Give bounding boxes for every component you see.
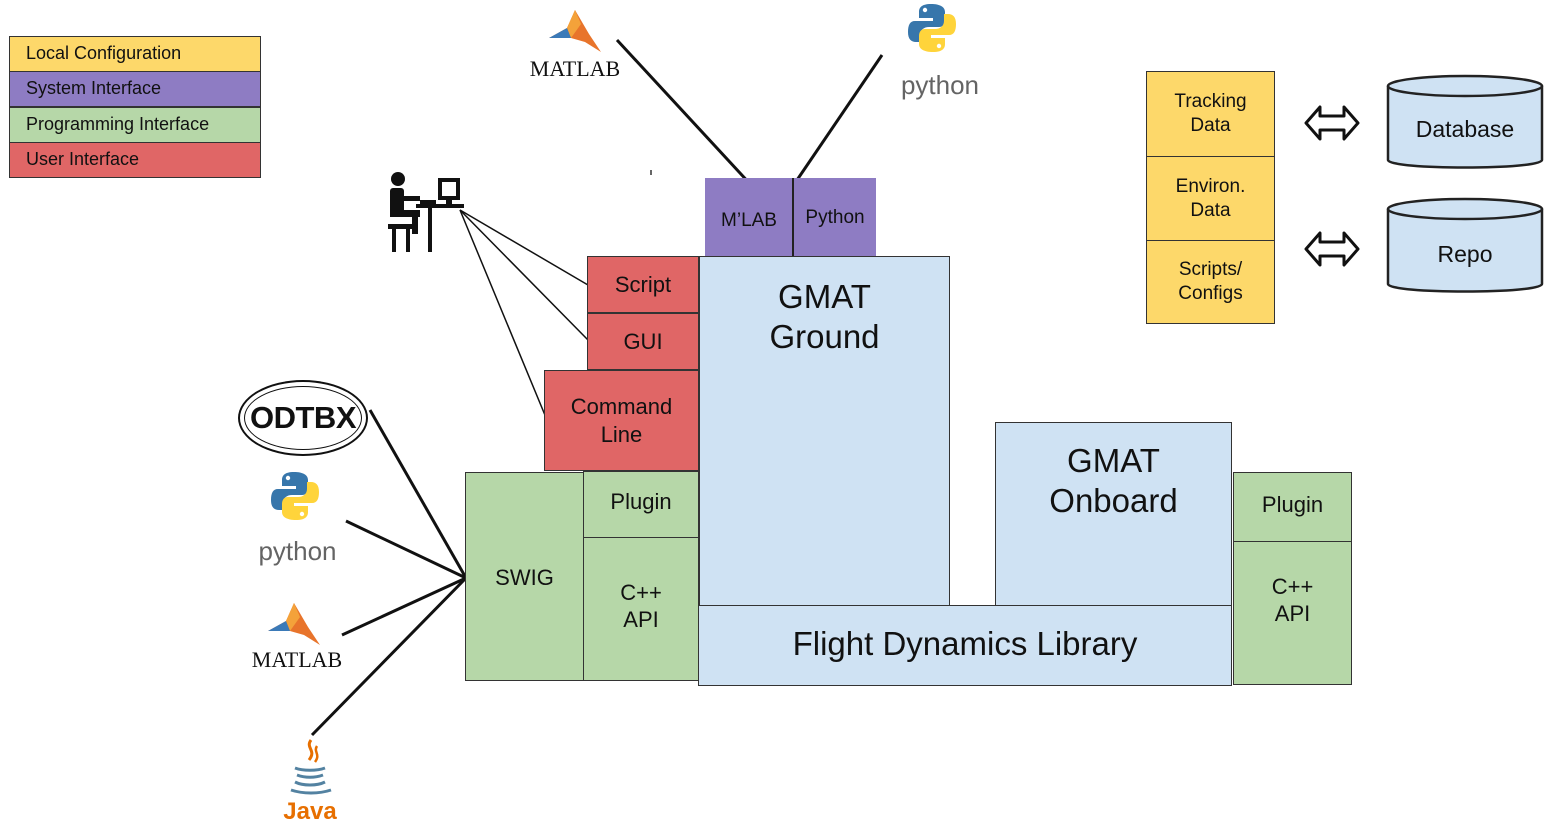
legend-local-configuration: Local Configuration (9, 36, 261, 72)
double-arrow-icon (1304, 231, 1360, 267)
environ-data: Environ. Data (1146, 156, 1275, 241)
python-label: python (900, 70, 980, 100)
cylinder-icon (1386, 197, 1544, 293)
connector-user-cmdline (459, 209, 548, 421)
legend-user-interface: User Interface (9, 142, 261, 178)
flight-dynamics-library-label: Flight Dynamics Library (792, 624, 1138, 662)
connector-user-gui (459, 209, 589, 341)
cpp-api-label: C++ API (620, 579, 662, 633)
ui-script: Script (587, 256, 699, 313)
cpp-api-left: C++ API (583, 537, 699, 681)
environ-data-label: Environ. Data (1175, 175, 1246, 221)
connector-python-swig (345, 519, 467, 580)
mlab-label: M’LAB (721, 210, 777, 232)
swig: SWIG (465, 472, 584, 681)
ui-command-line: Command Line (544, 370, 699, 471)
matlab-logo-top: MATLAB (525, 4, 625, 82)
odtbx-logo: ODTBX (238, 380, 368, 456)
odtbx-label: ODTBX (250, 400, 357, 435)
python-logo-top: python (890, 2, 990, 102)
python-label: Python (805, 207, 865, 229)
connector-odtbx-swig (368, 409, 468, 579)
gmat-onboard: GMAT Onboard (995, 422, 1232, 606)
python-icon (908, 4, 956, 52)
legend-programming-interface: Programming Interface (9, 107, 261, 143)
database-label: Database (1415, 116, 1515, 142)
legend-label: Programming Interface (26, 114, 210, 135)
java-cup-icon (290, 739, 332, 795)
cpp-api-right: C++ API (1233, 541, 1352, 685)
scripts-configs-label: Scripts/ Configs (1178, 259, 1243, 304)
python-label: python (258, 536, 337, 566)
command-line-label: Command Line (570, 394, 673, 447)
connector-user-script (459, 209, 589, 286)
double-arrow-icon (1304, 105, 1360, 141)
plugin-left: Plugin (583, 471, 699, 538)
java-logo: Java (280, 738, 340, 828)
legend-label: User Interface (26, 149, 140, 170)
system-interface-python: Python (792, 178, 876, 256)
connector-matlab-swig (341, 576, 467, 637)
repo-cylinder: Repo (1386, 197, 1544, 300)
system-interface-mlab: M’LAB (705, 178, 793, 256)
ui-gui: GUI (587, 313, 699, 370)
legend-label: Local Configuration (26, 43, 182, 64)
database-cylinder: Database (1386, 74, 1544, 176)
gmat-ground-label: GMAT Ground (769, 278, 880, 356)
connector-java-swig (310, 576, 468, 737)
cpp-api-label: C++ API (1271, 573, 1314, 627)
legend-system-interface: System Interface (9, 71, 261, 107)
python-icon (271, 472, 319, 520)
legend-label: System Interface (26, 78, 162, 99)
plugin-right: Plugin (1233, 472, 1352, 542)
tracking-data: Tracking Data (1146, 71, 1275, 157)
python-logo-left: python (250, 470, 350, 570)
connector-matlab-top (615, 38, 754, 188)
matlab-label: MATLAB (529, 56, 621, 81)
scripts-configs: Scripts/ Configs (1146, 240, 1275, 324)
connector-python-top (793, 54, 884, 184)
cylinder-icon (1386, 74, 1544, 169)
matlab-label: MATLAB (251, 647, 343, 672)
user-workstation-icon (386, 170, 466, 254)
java-label: Java (283, 798, 337, 825)
gui-label: GUI (623, 328, 663, 354)
matlab-logo-left: MATLAB (248, 597, 348, 677)
matlab-icon (268, 603, 320, 645)
plugin-label: Plugin (1261, 492, 1324, 518)
matlab-icon (549, 10, 601, 52)
script-label: Script (614, 271, 672, 297)
tracking-data-label: Tracking Data (1174, 91, 1247, 136)
repo-label: Repo (1437, 241, 1493, 267)
flight-dynamics-library: Flight Dynamics Library (698, 605, 1232, 686)
swig-label: SWIG (495, 564, 554, 590)
gmat-onboard-label: GMAT Onboard (1049, 442, 1178, 520)
gmat-ground: GMAT Ground (699, 256, 950, 606)
plugin-label: Plugin (610, 488, 672, 514)
